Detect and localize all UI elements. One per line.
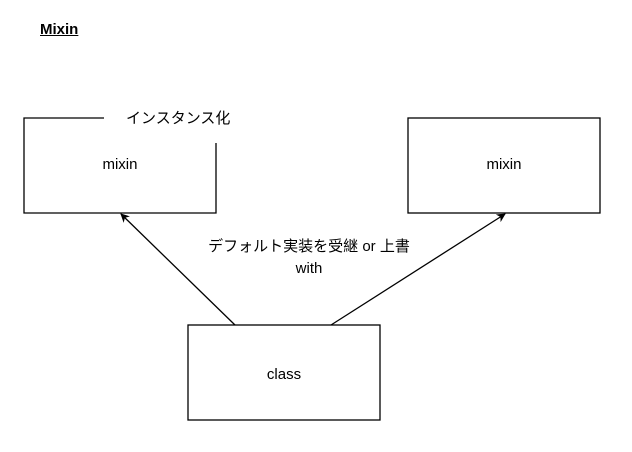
arrow-to-left-mixin xyxy=(120,213,236,326)
mixin-right-label: mixin xyxy=(486,156,522,173)
mixin-left-box[interactable] xyxy=(23,117,217,214)
diagram-title: Mixin xyxy=(40,21,79,38)
mixin-right-box[interactable] xyxy=(407,117,601,214)
mixin-left-label: mixin xyxy=(102,156,138,173)
inherit-label-line1: デフォルト実装を受継 or 上書 xyxy=(208,238,410,255)
inherit-label: デフォルト実装を受継 or 上書 with xyxy=(160,236,458,280)
inherit-label-line2: with xyxy=(295,260,323,277)
class-label: class xyxy=(266,366,302,383)
class-box[interactable] xyxy=(187,324,381,421)
instantiate-label: インスタンス化 xyxy=(126,110,231,127)
arrow-to-right-mixin xyxy=(330,213,506,326)
